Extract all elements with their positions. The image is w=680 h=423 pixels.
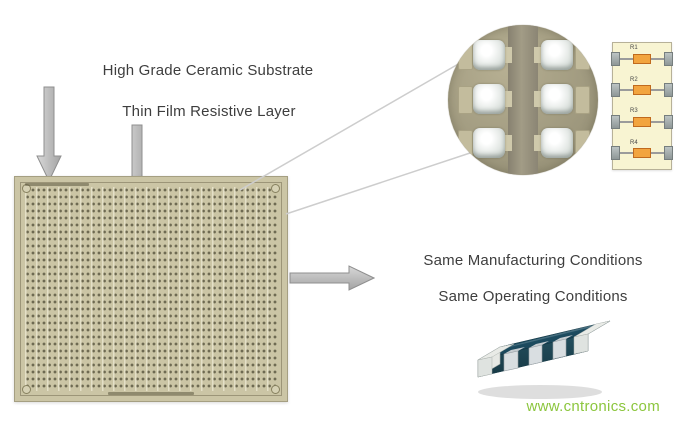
resistor-label: R4 <box>630 139 638 146</box>
substrate-corner-hole <box>22 385 31 394</box>
resistor-symbol <box>633 85 651 96</box>
schematic-lead <box>620 152 633 155</box>
resistor-label: R1 <box>630 45 638 51</box>
resistor-symbol <box>633 116 651 127</box>
resistor-inner-tab <box>505 135 512 151</box>
substrate-marking <box>25 183 89 186</box>
schematic-lead <box>651 152 664 155</box>
resistor-array-schematic: R1 R2 R3 R4 <box>611 42 673 170</box>
substrate-frame <box>20 182 282 396</box>
ceramic-substrate-panel <box>14 176 288 402</box>
schematic-lead <box>620 120 633 123</box>
heading-thin-film-layer: Thin Film Resistive Layer <box>122 103 296 120</box>
down-arrow-icon <box>36 86 62 182</box>
schematic-resistor-row: R1 <box>611 43 673 75</box>
thin-film-resistor-pad <box>541 128 573 158</box>
schematic-pad <box>664 83 673 98</box>
schematic-lead <box>651 89 664 92</box>
schematic-lead <box>620 57 633 60</box>
schematic-pad <box>664 51 673 66</box>
watermark-url: www.cntronics.com <box>526 398 660 415</box>
resistor-terminal <box>458 130 473 158</box>
resistor-inner-tab <box>505 91 512 107</box>
resistor-terminal <box>458 42 473 70</box>
resistor-inner-tab <box>505 47 512 63</box>
substrate-dot-grid <box>25 187 277 391</box>
schematic-pad <box>611 83 620 98</box>
resistor-array-chip <box>477 320 611 399</box>
schematic-pad <box>664 146 673 161</box>
thin-film-resistor-pad <box>541 40 573 70</box>
resistor-inner-tab <box>534 47 541 63</box>
schematic-resistor-row: R4 <box>611 138 673 170</box>
resistor-symbol <box>633 148 651 159</box>
schematic-lead <box>651 120 664 123</box>
schematic-lead <box>651 57 664 60</box>
resistor-terminal <box>458 86 473 114</box>
substrate-corner-hole <box>271 385 280 394</box>
resistor-terminal <box>575 86 590 114</box>
substrate-marking <box>108 392 194 395</box>
magnified-resistor-view <box>448 25 598 175</box>
schematic-pad <box>611 146 620 161</box>
resistor-label: R3 <box>630 108 638 114</box>
resistor-label: R2 <box>630 76 638 83</box>
thin-film-resistor-pad <box>473 40 505 70</box>
schematic-pad <box>611 114 620 129</box>
schematic-lead <box>620 89 633 92</box>
schematic-resistor-row: R3 <box>611 106 673 138</box>
resistor-terminal <box>575 42 590 70</box>
substrate-corner-hole <box>271 184 280 193</box>
heading-same-manufacturing: Same Manufacturing Conditions <box>423 252 643 269</box>
right-arrow-icon <box>289 265 375 291</box>
schematic-pad <box>611 51 620 66</box>
heading-ceramic-substrate: High Grade Ceramic Substrate <box>102 62 314 79</box>
schematic-resistor-row: R2 <box>611 75 673 107</box>
thin-film-resistor-pad <box>541 84 573 114</box>
heading-same-operating: Same Operating Conditions <box>438 288 628 305</box>
magnifier-center-strip <box>508 25 538 175</box>
schematic-pad <box>664 114 673 129</box>
resistor-inner-tab <box>534 91 541 107</box>
thin-film-resistor-pad <box>473 84 505 114</box>
resistor-inner-tab <box>534 135 541 151</box>
thin-film-resistor-pad <box>473 128 505 158</box>
resistor-symbol <box>633 53 651 64</box>
resistor-terminal <box>575 130 590 158</box>
